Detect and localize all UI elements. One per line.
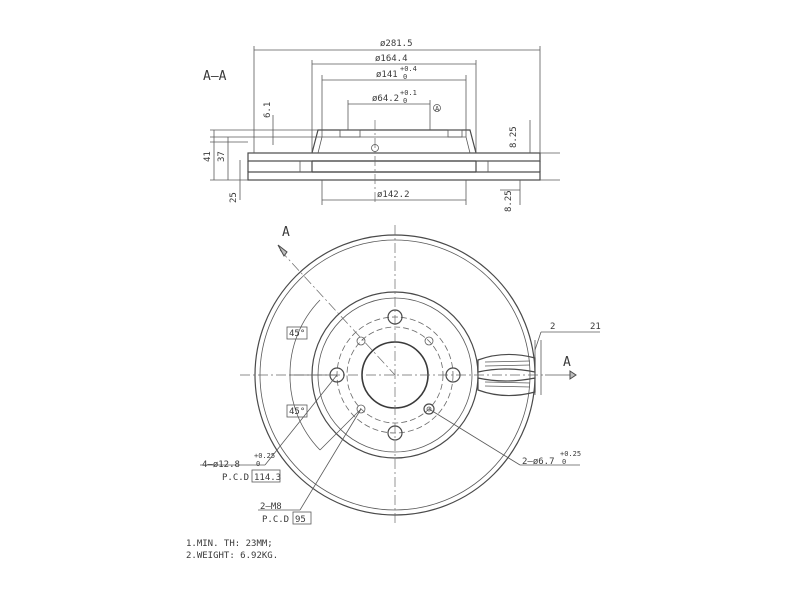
section-marker-top: A xyxy=(282,225,290,240)
section-view xyxy=(247,104,541,205)
vent-dim-1: 2 xyxy=(550,322,555,332)
vent-detail xyxy=(477,331,600,397)
bolt-hole-callout: 4—ø12.8 xyxy=(202,460,240,470)
pin-hole-1 xyxy=(356,404,366,414)
angle-arc-bottom xyxy=(289,374,321,451)
hat-profile xyxy=(311,129,477,154)
pin-hole-tol-lower: 0 xyxy=(562,458,566,466)
angle-top: 45° xyxy=(289,329,305,339)
dim-8-25-top: 8.25 xyxy=(509,126,519,148)
thread-hole-2 xyxy=(424,336,434,346)
bolt-hole-bottom xyxy=(387,425,403,441)
thread-pcd-value: 95 xyxy=(295,515,306,525)
dim-pilot-diameter: ø141 xyxy=(376,70,398,80)
thread-pcd-label: P.C.D xyxy=(262,515,289,525)
dim-inner-diameter: ø142.2 xyxy=(377,190,410,200)
dim-6-1: 6.1 xyxy=(263,102,273,118)
bolt-pcd-value: 114.3 xyxy=(254,473,281,483)
dimension-lines xyxy=(213,49,540,205)
section-line xyxy=(279,249,396,376)
front-view: A 45° 45° 2 21 A xyxy=(200,225,601,525)
bolt-hole-top xyxy=(387,309,403,325)
dim-center-tol-lower: 0 xyxy=(403,97,407,105)
dim-37: 37 xyxy=(217,151,227,162)
friction-ring-top xyxy=(247,152,541,162)
note-2: 2.WEIGHT: 6.92KG. xyxy=(186,551,278,561)
pin-hole-callout: 2—ø6.7 xyxy=(522,457,555,467)
section-marker-right: A xyxy=(563,355,571,370)
angle-arc-top xyxy=(289,299,321,376)
dim-hat-diameter: ø164.4 xyxy=(375,54,408,64)
friction-ring-bottom xyxy=(247,171,541,181)
dim-25: 25 xyxy=(229,192,239,203)
angle-bottom: 45° xyxy=(289,407,305,417)
dim-pilot-tol-upper: +0.4 xyxy=(400,65,417,73)
dim-41: 41 xyxy=(203,151,213,162)
dim-center-tol-upper: +0.1 xyxy=(400,89,417,97)
bolt-hole-tol-upper: +0.25 xyxy=(254,452,275,460)
section-label: A—A xyxy=(203,69,227,84)
dim-center-bore: ø64.2 xyxy=(372,94,399,104)
vent-dim-2: 21 xyxy=(590,322,601,332)
pin-hole-2 xyxy=(423,403,435,415)
dim-pilot-tol-lower: 0 xyxy=(403,73,407,81)
bolt-hole-right xyxy=(445,367,461,383)
pin-hole-tol-upper: +0.25 xyxy=(560,450,581,458)
thread-hole-1 xyxy=(356,336,366,346)
bolt-hole-tol-lower: 0 xyxy=(256,460,260,468)
bolt-pcd-label: P.C.D xyxy=(222,473,249,483)
thread-callout: 2—M8 xyxy=(260,502,282,512)
dim-8-25-bottom: 8.25 xyxy=(504,190,514,212)
extension-lines xyxy=(210,46,560,205)
datum-flag: A xyxy=(435,105,440,113)
dim-outer-diameter: ø281.5 xyxy=(380,39,413,49)
note-1: 1.MIN. TH: 23MM; xyxy=(186,539,273,549)
